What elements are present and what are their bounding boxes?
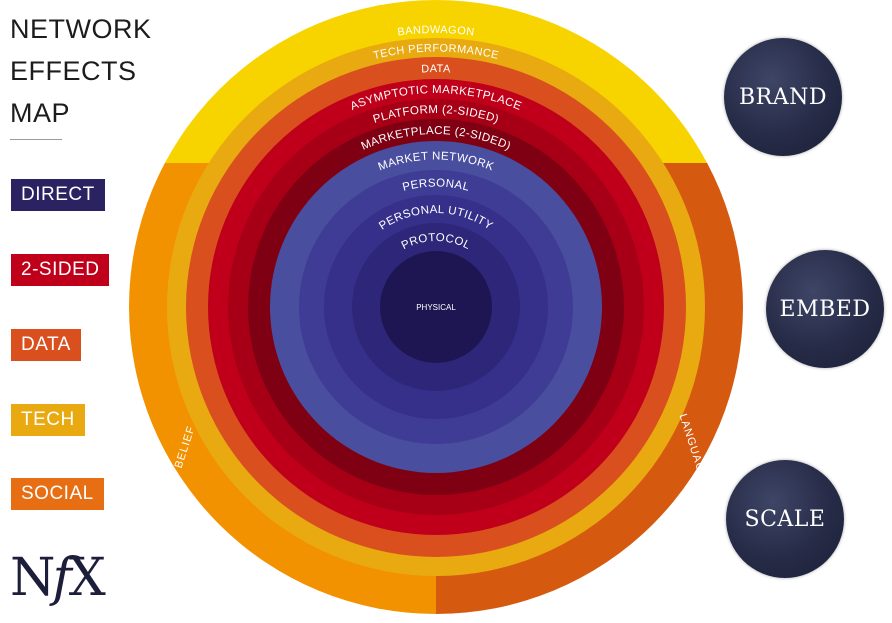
badge-brand: BRAND <box>724 38 842 156</box>
badge-scale: SCALE <box>726 460 844 578</box>
badge-embed: EMBED <box>766 250 884 368</box>
legend-direct: DIRECT <box>11 179 105 211</box>
label-bandwagon: BANDWAGON <box>397 24 475 39</box>
legend-tech: TECH <box>11 404 85 436</box>
title-line-3: MAP <box>10 98 71 128</box>
nfx-logo: NfX <box>10 548 106 608</box>
logo-x: X <box>68 548 106 608</box>
title-line-2: EFFECTS <box>10 56 137 86</box>
label-data: DATA <box>421 63 451 75</box>
title-line-1: NETWORK <box>10 14 152 44</box>
page-title: NETWORK EFFECTS MAP <box>10 8 152 134</box>
title-divider <box>10 139 62 140</box>
legend-data: DATA <box>11 329 81 361</box>
legend-2-sided: 2-SIDED <box>11 254 110 286</box>
legend-social: SOCIAL <box>11 478 104 510</box>
logo-f: f <box>52 548 72 608</box>
ring-physical-core <box>409 280 463 334</box>
logo-n: N <box>10 548 55 608</box>
label-physical: PHYSICAL <box>416 303 456 312</box>
